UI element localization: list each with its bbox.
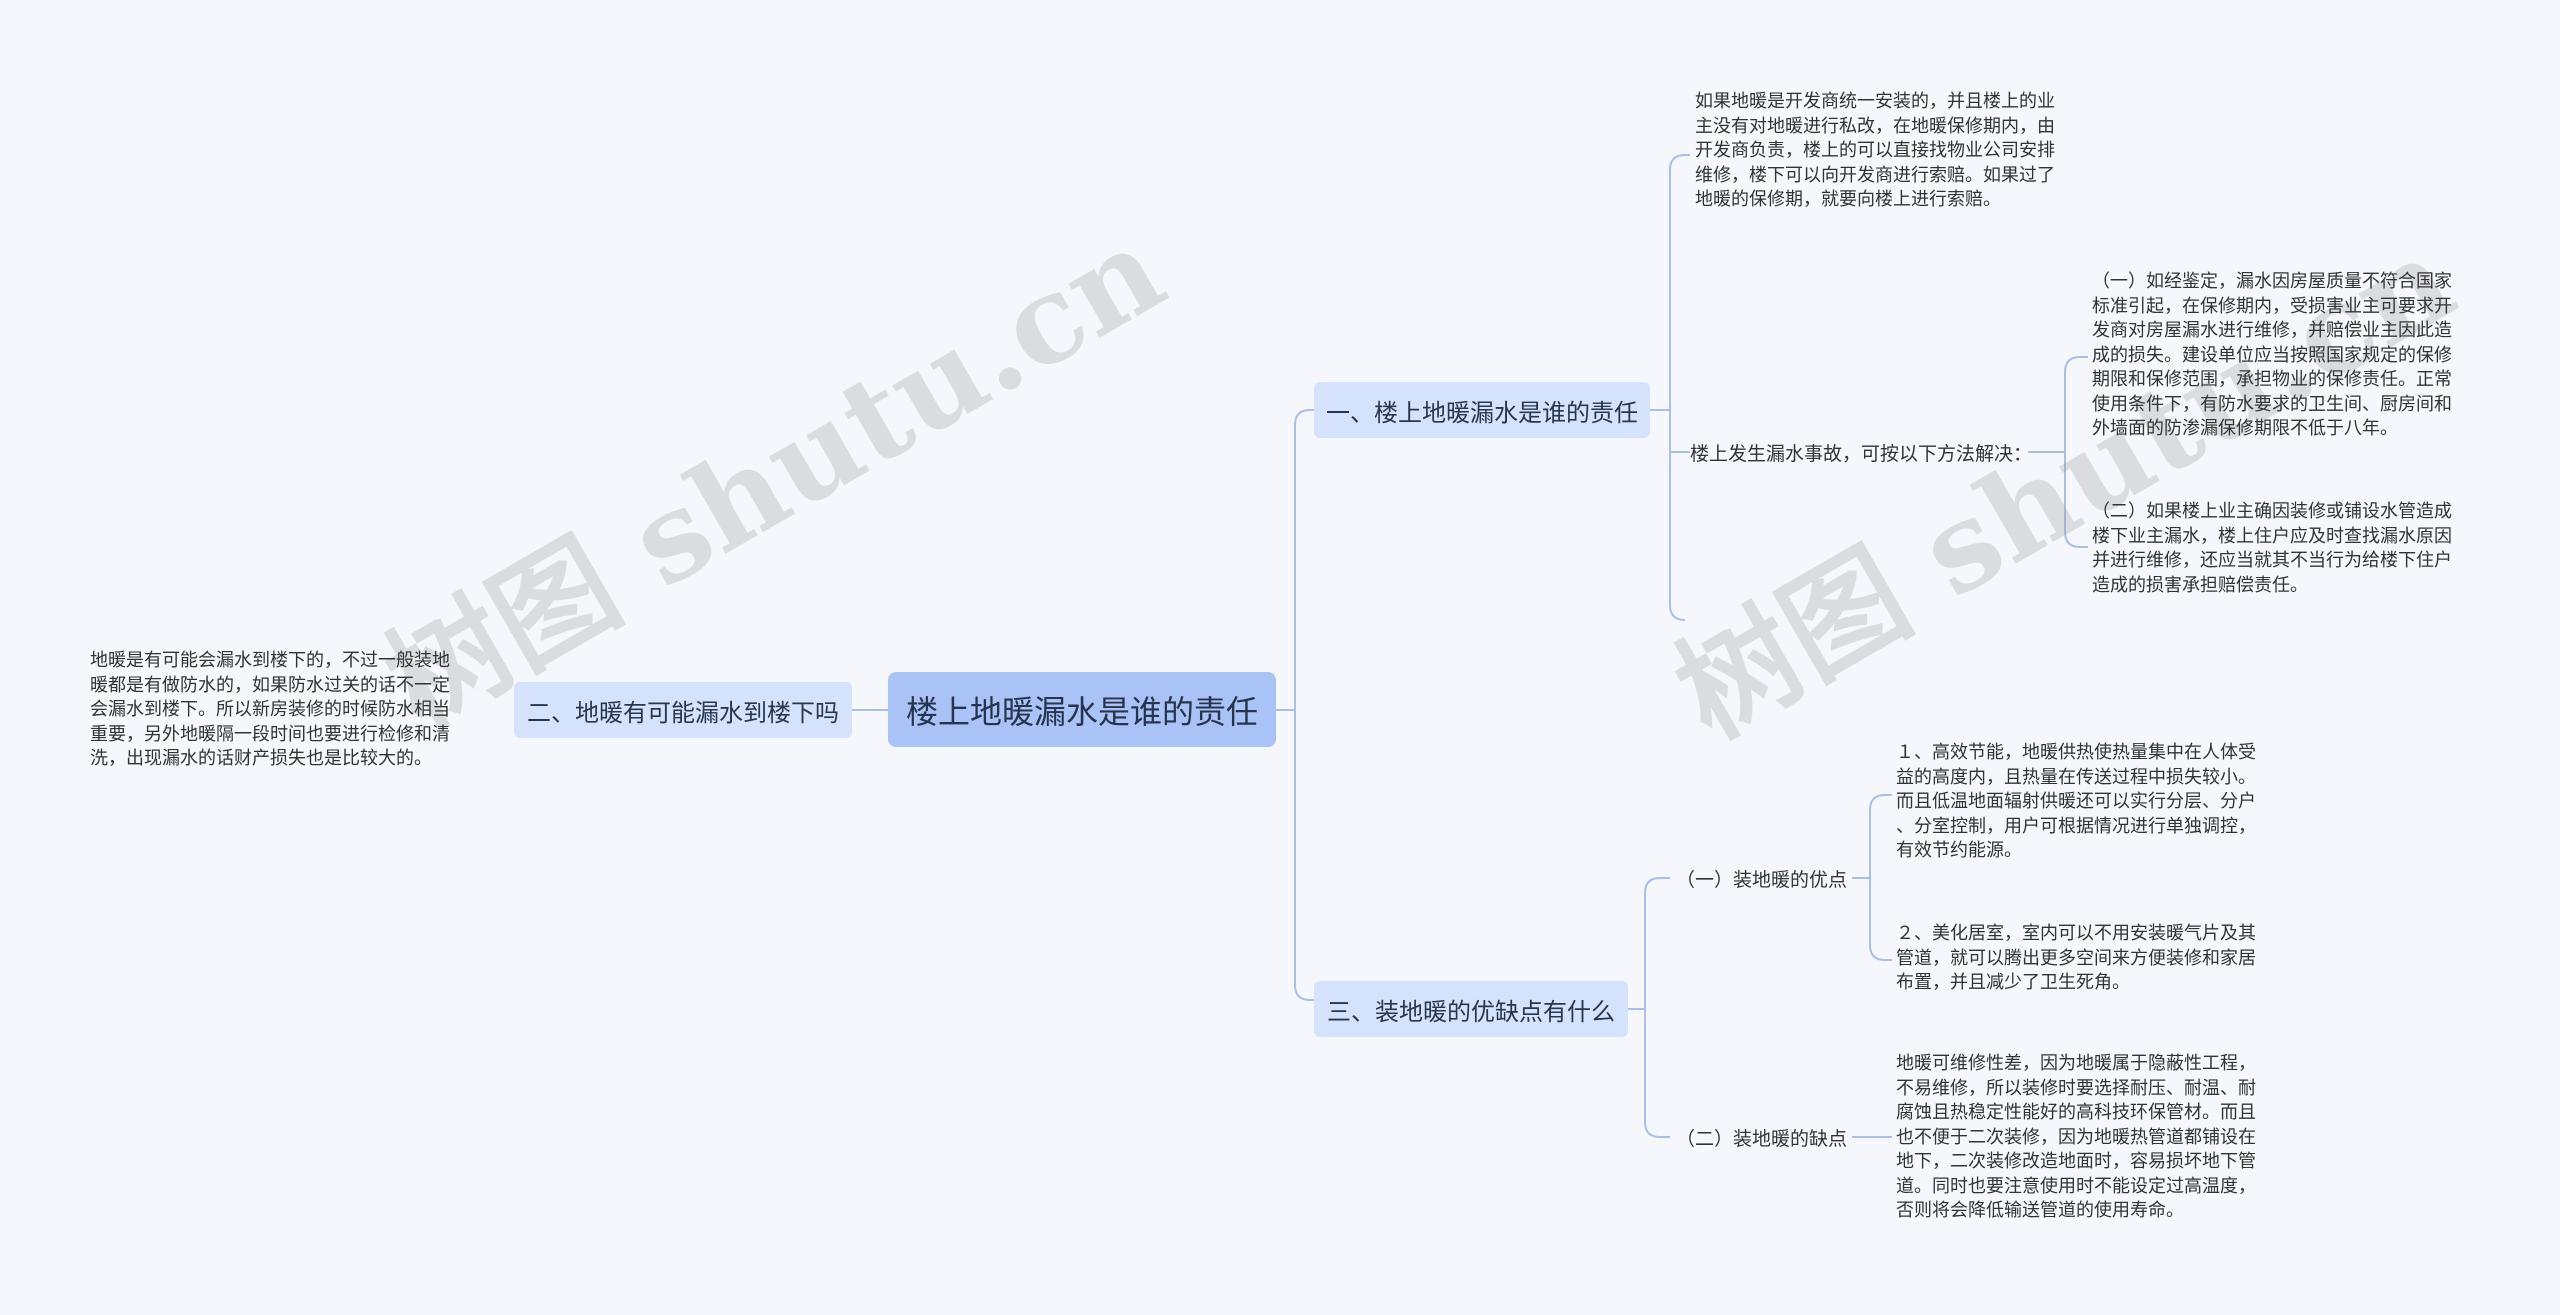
paragraph-advantage-one: １、高效节能，地暖供热使热量集中在人体受益的高度内，且热量在传送过程中损失较小。… [1896, 742, 2256, 861]
link-adv-children [1869, 794, 1892, 961]
branch-node-upstairs-responsibility[interactable]: 一、楼上地暖漏水是谁的责任 [1314, 382, 1650, 438]
sub-node-disadvantages[interactable]: （二）装地暖的缺点 [1676, 1127, 1848, 1150]
link-trunk-right [1294, 409, 1314, 1001]
paragraph-disadvantage: 地暖可维修性差，因为地暖属于隐蔽性工程，不易维修，所以装修时要选择耐压、耐温、耐… [1896, 1053, 2256, 1221]
branch-node-leak-downstairs[interactable]: 二、地暖有可能漏水到楼下吗 [514, 682, 852, 738]
link-b3-children [1644, 877, 1670, 1138]
sub-node-advantages[interactable]: （一）装地暖的优点 [1676, 868, 1848, 891]
root-node[interactable]: 楼上地暖漏水是谁的责任 [888, 672, 1276, 747]
paragraph-leak-possibility: 地暖是有可能会漏水到楼下的，不过一般装地暖都是有做防水的，如果防水过关的话不一定… [90, 650, 450, 769]
paragraph-method-one: （一）如经鉴定，漏水因房屋质量不符合国家标准引起，在保修期内，受损害业主可要求开… [2092, 271, 2452, 439]
paragraph-developer-responsibility: 如果地暖是开发商统一安装的，并且楼上的业主没有对地暖进行私改，在地暖保修期内，由… [1695, 91, 2055, 210]
branch-node-pros-cons[interactable]: 三、装地暖的优缺点有什么 [1314, 981, 1628, 1037]
link-method-children [2064, 356, 2088, 548]
sub-node-solution-methods[interactable]: 楼上发生漏水事故，可按以下方法解决： [1690, 442, 2033, 465]
paragraph-method-two: （二）如果楼上业主确因装修或铺设水管造成楼下业主漏水，楼上住户应及时查找漏水原因… [2092, 501, 2452, 596]
paragraph-advantage-two: ２、美化居室，室内可以不用安装暖气片及其管道，就可以腾出更多空间来方便装修和家居… [1896, 923, 2256, 993]
link-b1-children [1669, 154, 1690, 621]
